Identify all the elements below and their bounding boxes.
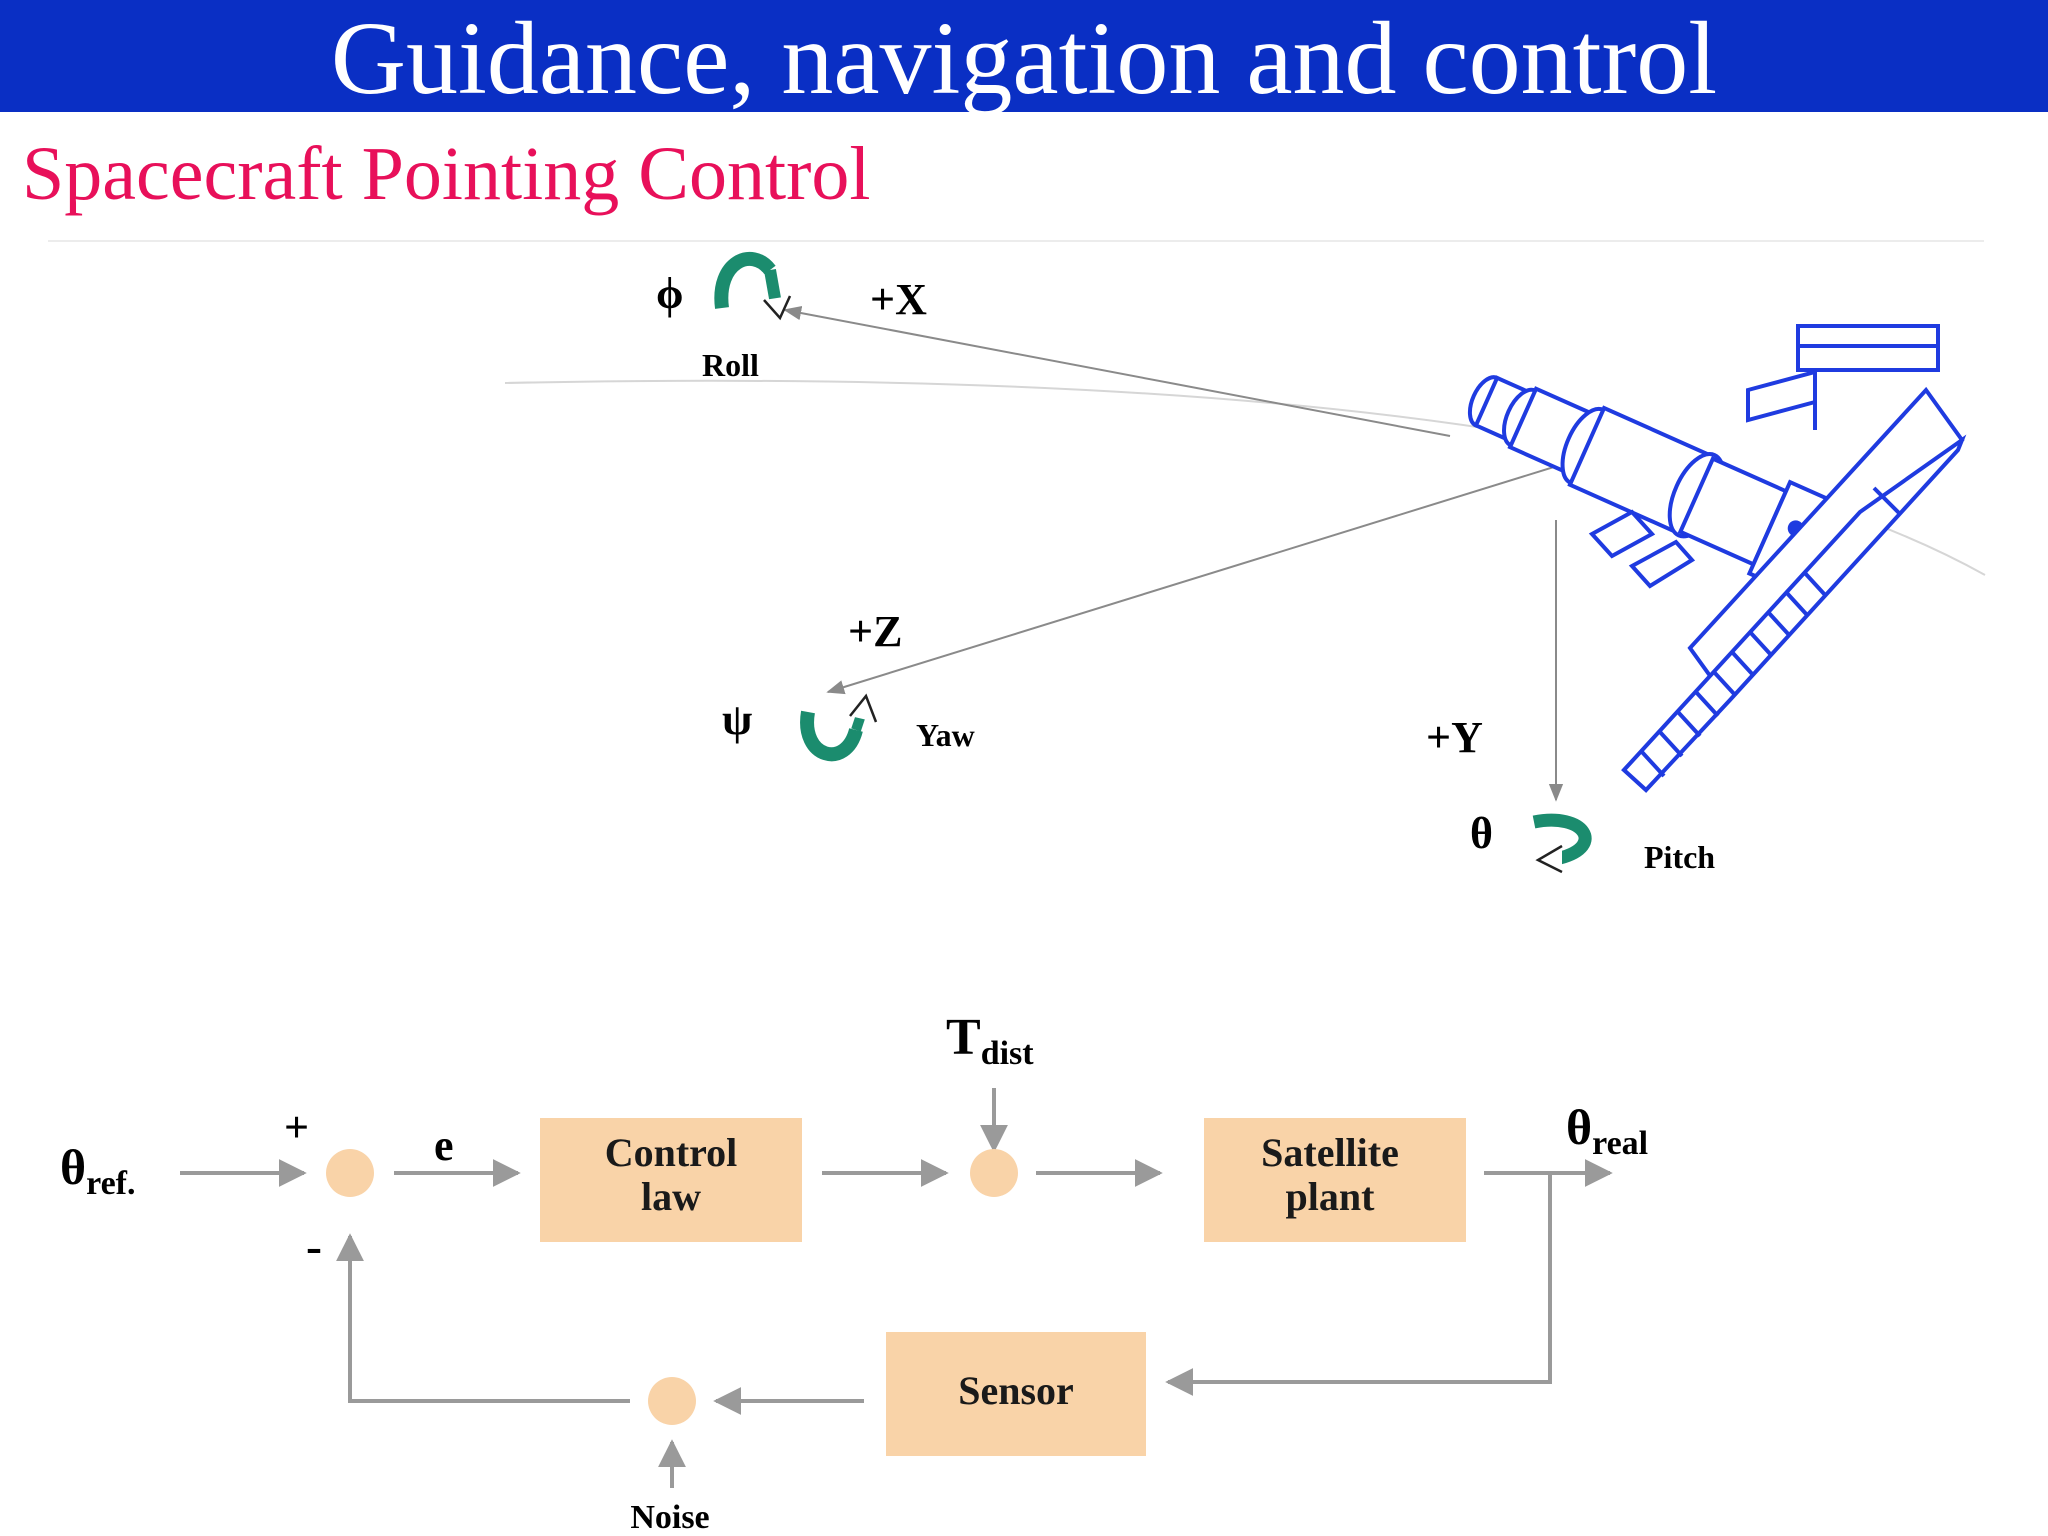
- yaw-axis-line: [826, 461, 1571, 695]
- yaw-rotation-icon: [800, 693, 878, 762]
- summing-junction-disturbance: [970, 1149, 1018, 1197]
- roll-axis-label: +X: [870, 275, 927, 324]
- title-bar: [0, 0, 2048, 112]
- roll-symbol: ϕ: [656, 269, 683, 318]
- satellite-plant-block: [1204, 1118, 1466, 1242]
- summing-junction-error: [326, 1149, 374, 1197]
- minus-sign: -: [306, 1220, 322, 1273]
- page-subtitle: Spacecraft Pointing Control: [22, 132, 871, 216]
- control-law-label-line1: Control: [605, 1130, 738, 1175]
- yaw-axis-label: +Z: [848, 607, 902, 656]
- pitch-label: Pitch: [1644, 839, 1715, 875]
- sensor-block: [886, 1332, 1146, 1456]
- yaw-symbol: ψ: [722, 695, 752, 744]
- feedback-to-sensor-line: [1165, 1173, 1552, 1396]
- roll-label: Roll: [702, 347, 759, 383]
- roll-axis-line: [783, 305, 1451, 437]
- page-title: Guidance, navigation and control: [330, 1, 1718, 116]
- sensor-label: Sensor: [958, 1368, 1074, 1413]
- plus-sign: +: [284, 1103, 309, 1152]
- summing-junction-noise: [648, 1377, 696, 1425]
- pitch-rotation-icon: [1532, 813, 1592, 874]
- error-label: e: [434, 1121, 454, 1170]
- pitch-symbol: θ: [1470, 809, 1493, 858]
- satellite-plant-label-line2: plant: [1286, 1174, 1376, 1219]
- control-law-block: [540, 1118, 802, 1242]
- satellite-plant-label-line1: Satellite: [1261, 1130, 1399, 1175]
- feedback-flow-line: [336, 1233, 630, 1403]
- control-law-label-line2: law: [641, 1174, 701, 1219]
- roll-rotation-icon: [714, 252, 792, 321]
- disturbance-torque-label: Tdist: [946, 1009, 1034, 1072]
- yaw-label: Yaw: [916, 717, 975, 753]
- satellite-icon: [1467, 324, 1967, 793]
- noise-label: Noise: [630, 1499, 709, 1536]
- divider: [48, 240, 1984, 242]
- real-output-label: θreal: [1566, 1099, 1648, 1162]
- pitch-axis-label: +Y: [1426, 713, 1483, 762]
- reference-input-label: θref.: [60, 1139, 136, 1202]
